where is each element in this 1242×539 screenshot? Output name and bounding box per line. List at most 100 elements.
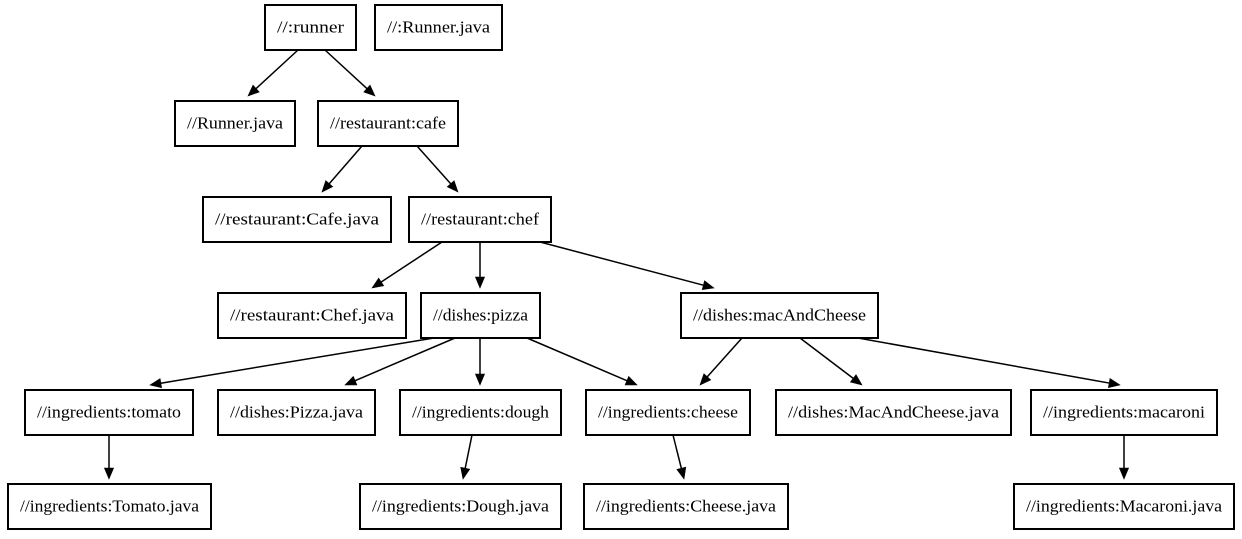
edge-arrowhead [321,180,334,193]
edge-line [324,49,368,90]
node-label: //Runner.java [187,113,283,132]
node-box[interactable] [1030,389,1218,436]
node-label: //dishes:macAndCheese [693,305,866,324]
node-label: //restaurant:Cafe.java [215,209,379,228]
node-box[interactable] [7,483,212,530]
node-label: //restaurant:chef [421,209,539,228]
node-box[interactable] [264,4,357,51]
node-label: //ingredients:macaroni [1043,402,1205,421]
edge-line [160,337,435,384]
graph-node-ing_tomato[interactable]: //ingredients:tomato [24,389,194,436]
node-label: //ingredients:cheese [598,402,738,421]
node-label: //dishes:pizza [433,305,528,324]
graph-node-ing_cheese[interactable]: //ingredients:cheese [585,389,751,436]
graph-node-pizza_java[interactable]: //dishes:Pizza.java [217,389,376,436]
node-box[interactable] [583,483,789,530]
graph-node-tomato_java[interactable]: //ingredients:Tomato.java [7,483,212,530]
graph-node-cheese_java[interactable]: //ingredients:Cheese.java [583,483,789,530]
graph-edge [526,337,638,386]
node-box[interactable] [775,389,1012,436]
graph-edge [539,241,715,290]
graph-node-mac_java[interactable]: //dishes:MacAndCheese.java [775,389,1012,436]
graph-node-chef_java[interactable]: //restaurant:Chef.java [217,292,407,339]
node-label: //ingredients:tomato [37,402,181,421]
edge-line [380,241,443,283]
node-box[interactable] [374,4,503,51]
graph-node-dishes_pizza[interactable]: //dishes:pizza [420,292,541,339]
graph-node-cafe_java[interactable]: //restaurant:Cafe.java [202,196,392,243]
node-box[interactable] [217,292,407,339]
graph-node-macaroni_java[interactable]: //ingredients:Macaroni.java [1013,483,1235,530]
node-box[interactable] [174,100,296,147]
edge-arrowhead [371,277,385,289]
edge-arrowhead [474,373,486,386]
graph-node-dough_java[interactable]: //ingredients:Dough.java [359,483,562,530]
graph-node-ing_dough[interactable]: //ingredients:dough [399,389,562,436]
graph-edge [699,337,743,386]
edge-line [328,145,363,185]
edge-arrowhead [1118,467,1130,480]
graph-edge [474,242,486,289]
node-box[interactable] [585,389,751,436]
node-label: //restaurant:cafe [330,113,446,132]
graph-edge [672,434,687,480]
node-label: //dishes:MacAndCheese.java [788,402,999,421]
node-box[interactable] [317,100,459,147]
edge-line [706,337,743,378]
edge-line [526,337,628,382]
node-box[interactable] [217,389,376,436]
edge-arrowhead [1107,378,1121,388]
edges-layer [103,49,1130,480]
node-box[interactable] [359,483,562,530]
graph-node-dishes_mac[interactable]: //dishes:macAndCheese [680,292,879,339]
edge-line [672,434,683,469]
node-label: //ingredients:dough [412,402,550,421]
node-label: //ingredients:Tomato.java [20,496,199,515]
node-box[interactable] [24,389,194,436]
graph-edge [321,145,363,193]
graph-edge [371,241,443,289]
graph-edge [857,337,1121,388]
node-box[interactable] [1013,483,1235,530]
edge-line [799,337,854,379]
graph-node-runner_java_root[interactable]: //:Runner.java [374,4,503,51]
node-label: //:runner [277,17,344,36]
graph-edge [799,337,863,386]
edge-arrowhead [460,466,471,480]
graph-node-restaurant_chef[interactable]: //restaurant:chef [408,196,552,243]
node-label: //restaurant:Chef.java [230,305,394,324]
edge-arrowhead [103,467,115,480]
graph-edge [1118,435,1130,480]
node-box[interactable] [420,292,541,339]
edge-line [255,49,299,90]
edge-arrowhead [247,84,260,97]
graph-node-ing_macaroni[interactable]: //ingredients:macaroni [1030,389,1218,436]
edge-arrowhead [344,375,358,386]
graph-edge [324,49,376,97]
edge-line [416,145,452,185]
edge-arrowhead [849,374,863,386]
node-label: //ingredients:Macaroni.java [1026,496,1222,515]
edge-arrowhead [701,280,715,290]
node-box[interactable] [202,196,392,243]
edge-arrowhead [149,378,162,389]
node-box[interactable] [399,389,562,436]
graph-edge [460,434,473,480]
graph-node-runner[interactable]: //:runner [264,4,357,51]
node-box[interactable] [408,196,552,243]
node-box[interactable] [680,292,879,339]
edge-arrowhead [446,180,459,193]
graph-edge [474,338,486,386]
node-label: //ingredients:Cheese.java [596,496,776,515]
graph-edge [103,435,115,480]
edge-arrowhead [363,84,376,97]
edge-arrowhead [474,276,486,289]
edge-line [857,337,1110,384]
graph-edge [149,337,435,389]
graph-node-restaurant_cafe[interactable]: //restaurant:cafe [317,100,459,147]
edge-arrowhead [676,466,687,480]
graph-node-runner_java[interactable]: //Runner.java [174,100,296,147]
graph-edge [416,145,459,193]
